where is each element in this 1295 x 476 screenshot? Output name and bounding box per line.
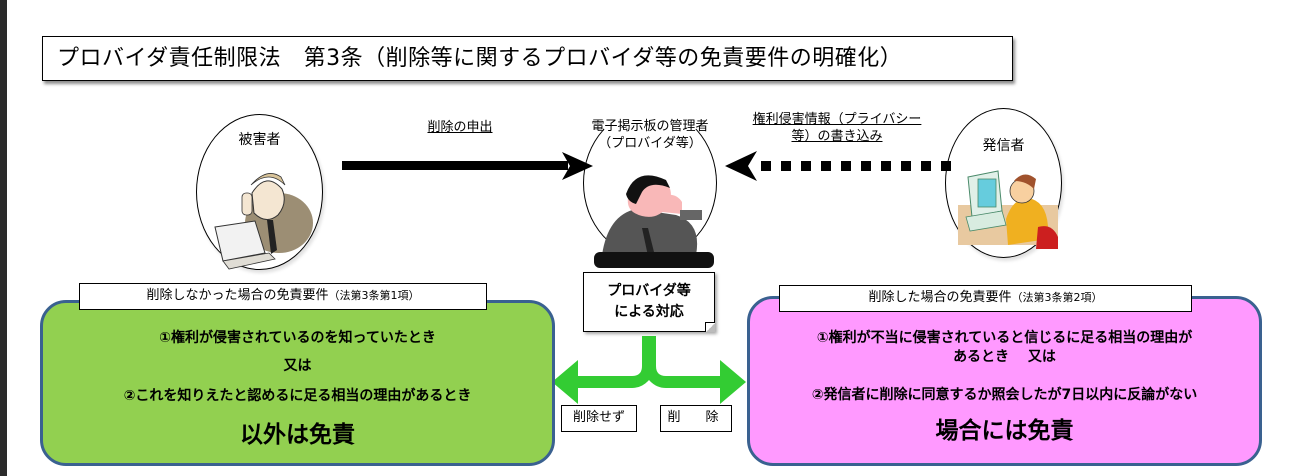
response-branch-arrow: [552, 336, 746, 404]
delete-conclusion: 場合には免責: [935, 418, 1074, 444]
man-typing-at-computer-icon: [958, 170, 1058, 249]
delete-header-text: 削除した場合の免責要件: [868, 290, 1012, 305]
no-delete-header-ref: （法第3条第1項）: [328, 289, 420, 302]
post-arrow-label: 権利侵害情報（プライバシー 等）の書き込み: [738, 111, 936, 145]
provider-response-box: プロバイダ等 による対応: [583, 272, 715, 332]
delete-condition-1b: あるとき 又は: [953, 349, 1056, 365]
dotted-arrow-segment: [901, 161, 911, 171]
no-delete-condition-2: ②これを知りえたと認めるに足る相当の理由があるとき: [123, 388, 472, 404]
delete-panel-header: 削除した場合の免責要件（法第3条第2項）: [779, 285, 1192, 312]
dotted-arrow-segment: [801, 161, 811, 171]
delete-header-ref: （法第3条第2項）: [1011, 291, 1103, 304]
post-arrow: [725, 151, 951, 181]
no-delete-header-text: 削除しなかった場合の免責要件: [146, 288, 329, 303]
request-arrow-label: 削除の申出: [400, 119, 520, 136]
dotted-arrow-segment: [861, 161, 871, 171]
man-on-phone-at-laptop-icon: [214, 173, 313, 270]
worried-man-at-desk-icon: [594, 175, 714, 268]
no-delete-or: 又は: [283, 358, 312, 374]
delete-condition-2: ②発信者に削除に同意するか照会したが7日以内に反論がない: [811, 387, 1198, 403]
no-delete-panel-header: 削除しなかった場合の免責要件（法第3条第1項）: [79, 283, 487, 310]
dotted-arrow-segment: [841, 161, 851, 171]
post-label-line2: 等）の書き込み: [791, 129, 883, 144]
delete-exemption-panel: ①権利が不当に侵害されていると信じるに足る相当の理由が あるとき 又は ②発信者…: [747, 296, 1262, 466]
dotted-arrow-segment: [821, 161, 831, 171]
sender-node: 発信者: [945, 108, 1062, 258]
request-label-text: 削除の申出: [427, 120, 493, 135]
victim-node: 被害者: [196, 114, 323, 270]
branch-label-no-delete: 削除せず: [561, 405, 637, 432]
branch-label-delete: 削 除: [660, 405, 732, 432]
dotted-arrow-segment: [941, 161, 951, 171]
response-line1: プロバイダ等: [607, 283, 691, 299]
page-fold-corner: [705, 322, 715, 332]
request-arrow: [342, 152, 593, 180]
diagram-title: プロバイダ責任制限法 第3条（削除等に関するプロバイダ等の免責要件の明確化）: [42, 36, 1013, 81]
dotted-arrow-segment: [921, 161, 931, 171]
no-delete-exemption-panel: ①権利が侵害されているのを知っていたとき 又は ②これを知りえたと認めるに足る相…: [40, 300, 555, 466]
no-delete-conclusion: 以外は免責: [240, 422, 355, 448]
dotted-arrow-segment: [781, 161, 791, 171]
post-label-line1: 権利侵害情報（プライバシー: [752, 112, 922, 127]
response-line2: による対応: [614, 304, 684, 320]
delete-condition-1a: ①権利が不当に侵害されていると信じるに足る相当の理由が: [816, 330, 1193, 346]
delete-condition-1: ①権利が不当に侵害されていると信じるに足る相当の理由が あるとき 又は: [750, 329, 1259, 367]
window-edge-bar: [0, 0, 7, 476]
no-delete-condition-1: ①権利が侵害されているのを知っていたとき: [159, 330, 436, 346]
sender-label: 発信者: [982, 138, 1025, 154]
dotted-arrow-segment: [881, 161, 891, 171]
victim-label: 被害者: [238, 132, 281, 148]
dotted-arrow-segment: [761, 161, 771, 171]
